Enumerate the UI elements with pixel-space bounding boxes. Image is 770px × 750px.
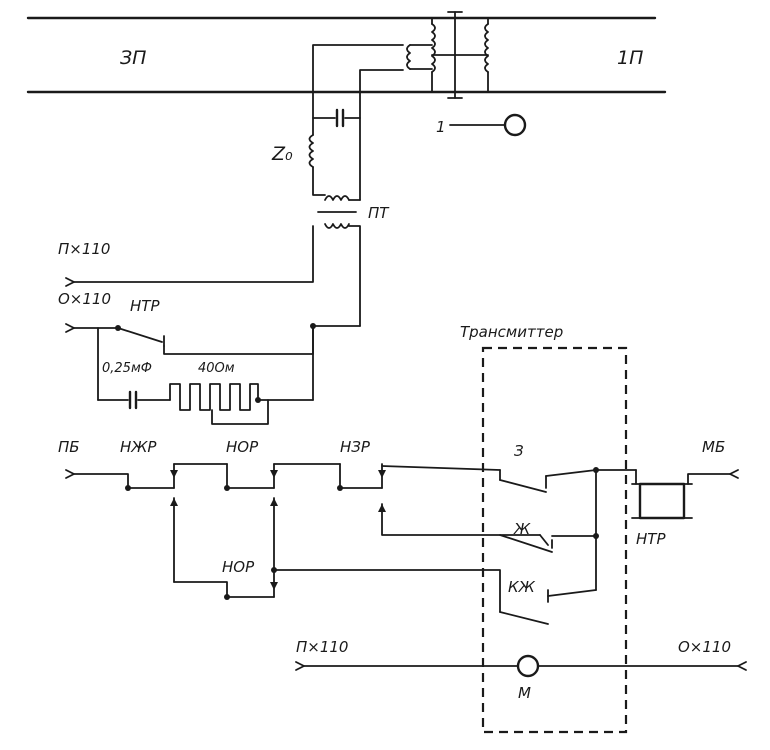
label-px110-bottom: П×110 [296,638,348,656]
label-capacitor: 0,25мФ [102,361,152,376]
motor-supply: П×110 М О×110 [295,638,747,702]
z-contact-blade [499,479,547,493]
resistor-tap [211,399,269,425]
label-one: 1 [436,118,446,136]
terminal-arrow-ox110-top [65,323,75,333]
ntr-relay-coil [638,482,686,520]
kzh-contact-blade [499,611,549,625]
label-sw-z: З [514,442,524,460]
label-nor-1: НОР [226,438,259,456]
ntr-contact-blade [117,327,163,343]
label-mb: МБ [702,438,725,456]
pt-winding-upper [324,195,350,201]
pt-supply-branch: П×110 О×110 НТР 0,25мФ 40Ом [58,225,361,425]
label-px110-top: П×110 [58,240,110,258]
label-ntr-top: НТР [130,297,160,315]
coupling-coil [406,44,411,70]
choke-coil-left [431,23,436,73]
label-nzhr: НЖР [120,438,157,456]
terminal-arrow-px110-top [65,277,75,287]
label-ox110-bottom: О×110 [678,638,731,656]
label-nor-2: НОР [222,558,255,576]
transmitter-enclosure: Трансмиттер [460,323,628,734]
zh-contact-blade [499,534,553,553]
terminal-arrow-mb [729,469,739,479]
signal-lamp-icon [503,113,527,137]
motor-icon [516,654,540,678]
label-resistor: 40Ом [198,361,235,376]
z0-coil [308,134,314,168]
terminal-arrow-px110-bottom [295,661,305,671]
relay-chain: ПБ НЖР НОР НЗР З [58,438,739,625]
choke-coil-right [484,23,489,73]
label-z0: Z₀ [271,143,293,165]
label-pt: ПТ [368,204,390,222]
label-track-1p: 1П [617,47,643,69]
label-nzr: НЗР [340,438,371,456]
label-transmitter: Трансмиттер [460,323,563,341]
pt-winding-lower [324,223,350,229]
transmitter-box [481,346,628,734]
label-pb: ПБ [58,438,80,456]
terminal-arrow-ox110-bottom [737,661,747,671]
resistor-40-ohm [169,383,259,411]
label-ox110-top: О×110 [58,290,111,308]
label-motor: М [518,684,531,702]
rails: ЗП 1П [26,16,667,94]
rail-feed-branch: Z₀ ПТ [271,44,404,229]
insulated-joint-assembly: 1 [406,11,527,137]
label-sw-zh: Ж [513,520,531,538]
label-ntr-right: НТР [636,530,666,548]
terminal-arrow-pb [65,469,75,479]
label-track-3p: ЗП [120,47,146,69]
label-sw-kzh: КЖ [508,578,536,596]
